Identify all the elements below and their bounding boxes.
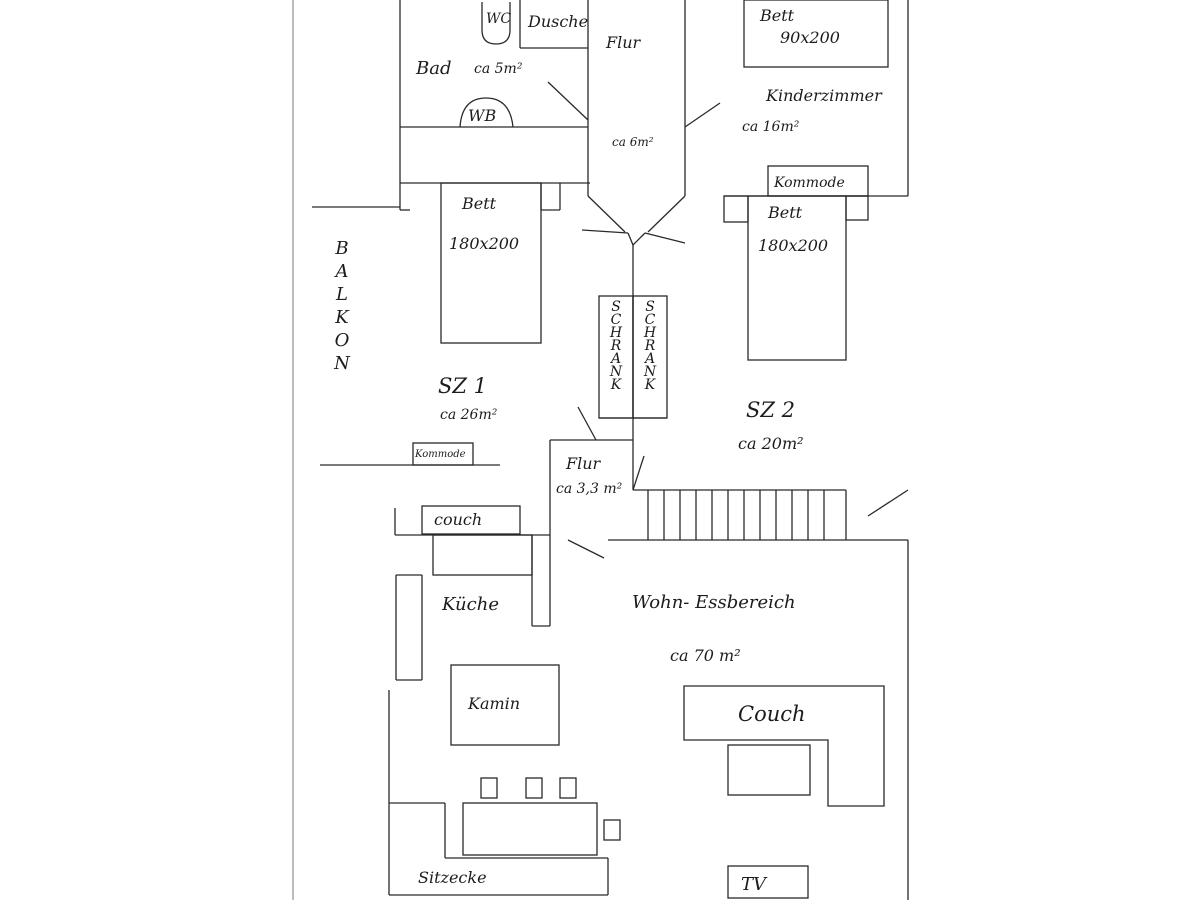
schrank-letter: S (645, 299, 655, 315)
dining-table-group (389, 777, 621, 896)
flur-top-walls (581, 0, 721, 440)
balkon-letter: N (334, 353, 350, 374)
schrank-letter: N (643, 364, 657, 380)
sitzecke-label: Sitzecke (418, 868, 487, 887)
kamin-block (450, 664, 560, 746)
balkon-letter: A (335, 261, 349, 282)
schrank-letter: R (610, 338, 622, 354)
kommode-kz-label: Kommode (774, 175, 845, 191)
schrank-letter: N (609, 364, 623, 380)
bathroom-walls (399, 0, 589, 210)
kamin-label: Kamin (468, 694, 521, 713)
balkon-letter: K (335, 307, 349, 328)
sz1-walls (312, 182, 597, 466)
sz1-bed-size-label: 180x200 (449, 234, 520, 253)
flur-mid-label: Flur (566, 454, 601, 473)
bad-label: Bad (416, 58, 452, 79)
sz2-bed-label: Bett (768, 203, 803, 222)
sz1-bed-label: Bett (462, 194, 497, 213)
wohn-label: Wohn- Essbereich (632, 592, 796, 613)
kz-bed-label: Bett (760, 6, 795, 25)
couch-small-label: couch (434, 510, 483, 529)
kinderzimmer-label: Kinderzimmer (766, 86, 882, 105)
schrank-letter: K (610, 377, 622, 393)
schrank-letter: H (609, 325, 623, 341)
dusche-label: Dusche (528, 12, 589, 31)
schrank-letter: C (644, 312, 656, 328)
balkon-letter: O (334, 330, 350, 351)
wohn-area-label: ca 70 m² (670, 646, 741, 665)
sz1-label: SZ 1 (438, 374, 488, 398)
flur-top-area-label: ca 6m² (612, 135, 654, 149)
schrank-letter: S (611, 299, 621, 315)
sz2-bed-size-label: 180x200 (758, 236, 829, 255)
flur-mid-walls (549, 439, 645, 626)
schrank-letter: R (644, 338, 656, 354)
tv-label: TV (741, 874, 767, 895)
schrank-letter: K (644, 377, 656, 393)
kinderzimmer-area-label: ca 16m² (742, 119, 800, 135)
flur-mid-area-label: ca 3,3 m² (556, 481, 623, 497)
balkon-label: B A L K O N (330, 238, 354, 378)
balkon-letter: B (335, 238, 349, 259)
schrank-right-label: S C H R A N K (640, 299, 660, 393)
couch-table (727, 744, 811, 796)
sz2-walls (723, 195, 869, 361)
wc-label: WC (486, 11, 512, 27)
kz-bed-size-label: 90x200 (780, 28, 840, 47)
schrank-letter: C (610, 312, 622, 328)
flur-top-label: Flur (606, 33, 641, 52)
kueche-label: Küche (442, 594, 499, 615)
sz1-area-label: ca 26m² (440, 407, 498, 423)
kueche-walls (388, 505, 550, 895)
tv-cabinet (727, 865, 809, 899)
wb-label: WB (468, 106, 497, 125)
schrank-letter: H (643, 325, 657, 341)
sz2-area-label: ca 20m² (738, 434, 804, 453)
schrank-letter: A (644, 351, 656, 367)
washbasin (459, 97, 514, 128)
schrank-letter: A (610, 351, 622, 367)
sz2-label: SZ 2 (746, 398, 796, 422)
staircase (608, 489, 909, 541)
couch-label: Couch (738, 702, 806, 726)
sz1-kommode-label: Kommode (415, 449, 466, 460)
wc-bowl (481, 2, 511, 45)
couch-l-shape (683, 685, 885, 807)
schrank-left-label: S C H R A N K (606, 299, 626, 393)
bad-area-label: ca 5m² (474, 61, 523, 77)
balkon-letter: L (336, 284, 348, 305)
